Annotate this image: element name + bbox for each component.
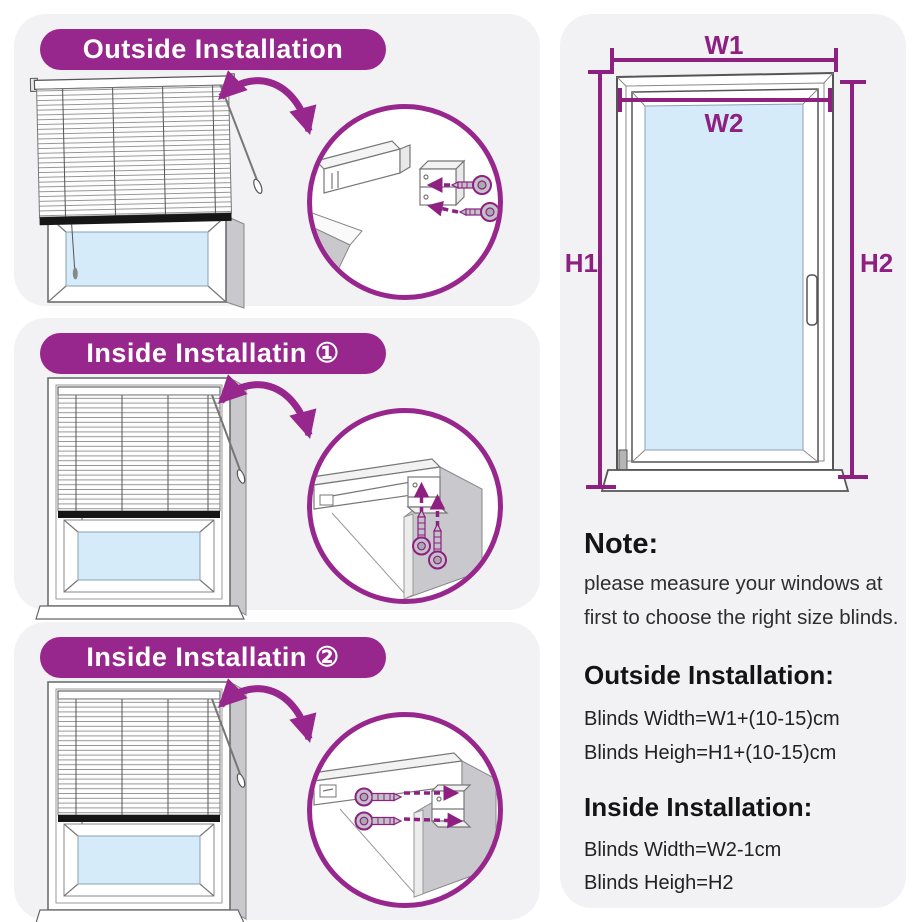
blind-headrail: [57, 386, 221, 396]
h1-measure-arrow: [586, 70, 616, 489]
top-fix-bracket-diagram: [312, 458, 483, 599]
inside-installation-2-panel: Inside Installatin ②: [14, 622, 540, 922]
curved-double-arrow-icon: [218, 70, 317, 136]
window-handle: [806, 274, 818, 326]
h2-measure-arrow: [838, 80, 868, 479]
bracket-detail-circle: [307, 104, 503, 300]
outside-width-formula: Blinds Width=W1+(10-15)cm: [584, 708, 840, 730]
panel-title: Outside Installation: [82, 34, 344, 64]
blind-bottom-rail: [39, 212, 232, 226]
screw-icon: [412, 508, 431, 556]
side-fix-bracket-diagram: [312, 752, 497, 898]
venetian-blind: [57, 690, 246, 875]
note-paragraph: please measure your windows at first to …: [584, 567, 899, 635]
screw-icon: [354, 811, 403, 831]
headrail-end: [314, 140, 411, 194]
note-line: first to choose the right size blinds.: [584, 606, 899, 629]
window-measurement-diagram: W1 W2 H1 H2: [565, 30, 893, 492]
blind-slats: [57, 698, 221, 816]
bracket-detail-circle: [307, 408, 503, 604]
panel-title: Inside Installatin ②: [86, 642, 340, 672]
blind-bottom-rail: [58, 511, 220, 518]
curved-double-arrow-icon: [218, 374, 317, 440]
lift-cord: [71, 224, 76, 270]
h1-label: H1: [565, 248, 598, 278]
outside-installation-panel: Outside Installation: [14, 14, 540, 309]
inside-installation-1-panel: Inside Installatin ①: [14, 318, 540, 620]
screw-icon: [354, 787, 403, 807]
bracket-detail-circle: [307, 712, 503, 908]
window-glass: [644, 103, 804, 451]
outside-mounted-blind-illustration: [29, 73, 263, 309]
w2-label: W2: [705, 108, 744, 138]
window-hinge: [618, 449, 628, 471]
screw-icon: [458, 202, 498, 222]
h2-label: H2: [860, 248, 893, 278]
note-heading: Note:: [584, 528, 659, 560]
inside-height-formula: Blinds Heigh=H2: [584, 872, 734, 894]
panel-title-banner: Inside Installatin ②: [40, 637, 386, 678]
cord-tassel: [72, 267, 78, 280]
panel-title: Inside Installatin ①: [86, 338, 340, 368]
w1-label: W1: [705, 30, 744, 60]
window-glass: [77, 835, 201, 885]
blind-headrail: [57, 690, 221, 700]
screw-icon: [450, 175, 492, 195]
measurement-guide-panel: W1 W2 H1 H2 Note:: [560, 14, 906, 908]
screw-direction-arrows: [403, 785, 464, 829]
window-sill: [600, 469, 850, 492]
outside-installation-heading: Outside Installation:: [584, 660, 834, 690]
venetian-blind: [57, 386, 246, 571]
recess-side-wall: [339, 760, 497, 898]
venetian-blind: [29, 73, 263, 280]
blind-slats: [57, 394, 221, 512]
window-glass: [65, 231, 209, 287]
inside-installation-heading: Inside Installation:: [584, 792, 813, 822]
window-sill: [35, 909, 245, 922]
panel-title-banner: Inside Installatin ①: [40, 333, 386, 374]
wall-corner: [312, 212, 363, 295]
curved-double-arrow-icon: [218, 678, 317, 744]
window-sill: [35, 605, 245, 620]
panel-title-banner: Outside Installation: [40, 29, 386, 70]
inside-width-formula: Blinds Width=W2-1cm: [584, 839, 782, 861]
glass-below-blind: [63, 823, 215, 897]
outside-height-formula: Blinds Heigh=H1+(10-15)cm: [584, 742, 837, 764]
screw-direction-arrows: [426, 177, 459, 217]
blind-bottom-rail: [58, 815, 220, 822]
inside-mounted-blind-illustration: [35, 377, 247, 620]
note-line: please measure your windows at: [584, 572, 883, 595]
screw-icon: [428, 522, 447, 570]
inside-mounted-blind-illustration: [35, 681, 247, 922]
face-fix-bracket-diagram: [312, 140, 498, 295]
w2-measure-arrow: [618, 88, 832, 112]
w1-measure-arrow: [610, 48, 838, 72]
window-glass: [77, 531, 201, 581]
window-frame: [600, 71, 850, 492]
window-frame: [47, 215, 245, 309]
glass-below-blind: [63, 519, 215, 593]
